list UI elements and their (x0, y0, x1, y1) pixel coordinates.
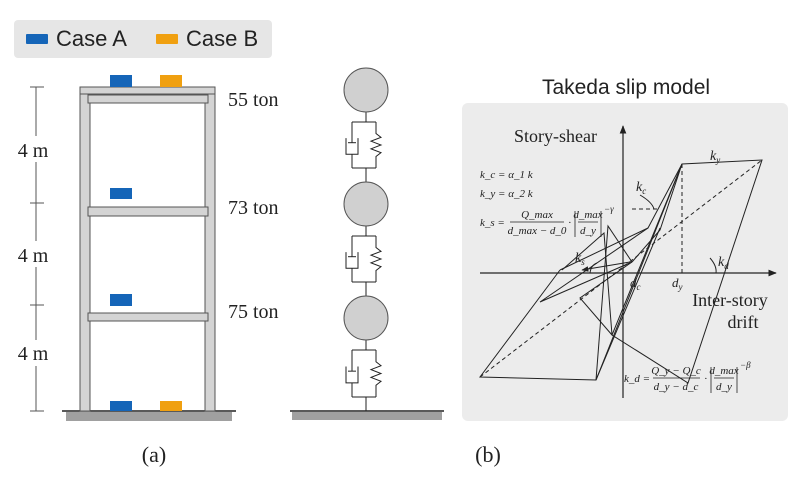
sensor-case-a-base (110, 401, 132, 411)
svg-text:−β: −β (740, 360, 751, 370)
svg-text:k_s =: k_s = (480, 217, 505, 229)
legend-label-case-b: Case B (186, 26, 259, 51)
svg-text:−γ: −γ (604, 204, 614, 214)
mass-floor-1 (343, 295, 389, 341)
frame-beam-2 (87, 206, 209, 217)
svg-text:d_y: d_y (716, 381, 732, 393)
sensor-case-a-roof (110, 75, 132, 87)
formula-kc: k_c = α_1 k (480, 169, 534, 181)
svg-text:·: · (704, 373, 708, 385)
x-axis-label-line2: drift (728, 312, 759, 332)
svg-text:d_max: d_max (709, 365, 738, 377)
frame-column-right (204, 86, 216, 412)
story-height-3: 4 m (18, 140, 49, 162)
hysteresis-panel-bg (462, 103, 788, 421)
legend-item-case-a: Case A (26, 25, 127, 53)
legend: Case A Case B (14, 20, 272, 58)
sensor-case-a-floor-2 (110, 188, 132, 199)
sensor-case-a-floor-1 (110, 294, 132, 306)
panel-label-b: (b) (475, 442, 501, 467)
frame-column-left (79, 86, 91, 412)
formula-ks: k_s = Q_max d_max − d_0 · d_max d_y −γ (480, 204, 614, 237)
legend-label-case-a: Case A (56, 26, 127, 51)
frame-roof-top (79, 86, 216, 95)
spring-1 (369, 350, 383, 397)
frame-ground-hatch (66, 412, 232, 421)
mass-roof (343, 67, 389, 113)
formula-ky: k_y = α_2 k (480, 188, 534, 200)
model-ground-hatch (292, 412, 442, 420)
spring-3 (369, 122, 383, 168)
story-height-1: 4 m (18, 343, 49, 365)
hysteresis-title: Takeda slip model (542, 76, 710, 99)
legend-swatch-case-a (26, 34, 48, 44)
spring-2 (369, 236, 383, 282)
panel-label-a: (a) (142, 442, 166, 467)
floor-mass-1: 75 ton (228, 301, 279, 323)
floor-mass-roof: 55 ton (228, 89, 279, 111)
y-axis-label: Story-shear (514, 126, 597, 146)
sensor-case-b-roof (160, 75, 182, 87)
label-dc: dc (630, 275, 641, 292)
label-kc: kc (636, 180, 646, 196)
svg-text:·: · (568, 217, 572, 229)
hysteresis-skeleton (479, 159, 763, 378)
lumped-mass-model (290, 67, 444, 420)
frame-diagram: 4 m 4 m 4 m 55 ton 73 ton 75 ton (a) (14, 75, 279, 467)
story-height-2: 4 m (18, 245, 49, 267)
formula-kd: k_d = Q_y − Q_c d_y − d_c · d_max d_y −β (624, 360, 751, 393)
svg-text:k_d =: k_d = (624, 373, 650, 385)
label-dy: dy (672, 275, 683, 292)
label-kd: kd (718, 255, 729, 271)
svg-text:d_y − d_c: d_y − d_c (654, 381, 699, 393)
frame-beam-3 (87, 94, 209, 104)
x-axis-label-line1: Inter-story (692, 290, 768, 310)
sensor-case-b-base (160, 401, 182, 411)
legend-item-case-b: Case B (156, 25, 258, 53)
svg-text:d_max: d_max (573, 209, 602, 221)
svg-text:Q_max: Q_max (521, 209, 553, 221)
mass-floor-2 (343, 181, 389, 227)
label-ky: ky (710, 149, 720, 165)
hysteresis-panel: Takeda slip model Story-shear Inter-stor… (462, 76, 788, 467)
svg-text:Q_y − Q_c: Q_y − Q_c (651, 365, 701, 377)
svg-text:d_y: d_y (580, 225, 596, 237)
legend-swatch-case-b (156, 34, 178, 44)
floor-mass-2: 73 ton (228, 197, 279, 219)
svg-text:d_max − d_0: d_max − d_0 (508, 225, 567, 237)
label-ks: ks (575, 251, 585, 267)
frame-beam-1 (87, 312, 209, 322)
